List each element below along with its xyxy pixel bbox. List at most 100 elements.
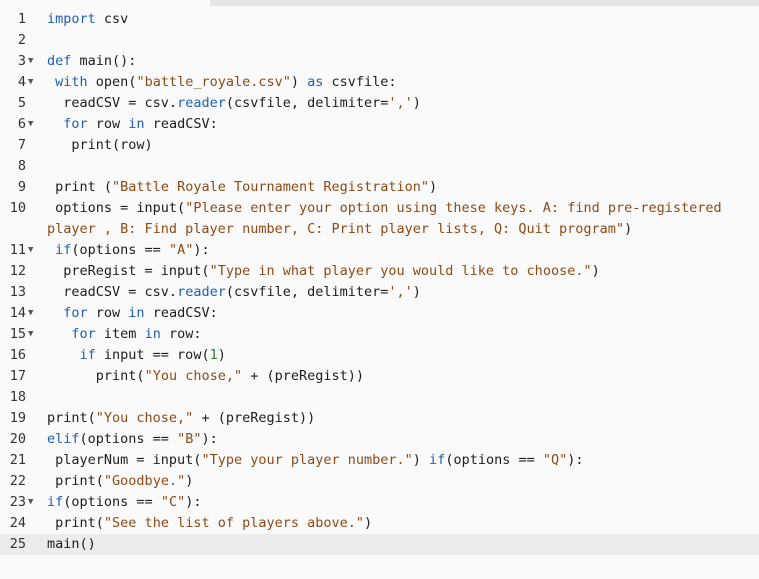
code-line[interactable]: 2 (0, 30, 759, 51)
code-line[interactable]: 24 print("See the list of players above.… (0, 513, 759, 534)
line-gutter: 4▼ (0, 72, 40, 93)
code-token: ',' (388, 95, 413, 111)
line-number: 4 (17, 74, 26, 90)
code-text: readCSV = csv.reader(csvfile, delimiter=… (40, 282, 759, 303)
fold-toggle-icon[interactable]: ▼ (28, 497, 34, 507)
line-gutter: 24 (0, 513, 40, 534)
code-token: readCSV: (144, 116, 218, 132)
code-line[interactable]: 4▼ with open("battle_royale.csv") as csv… (0, 72, 759, 93)
line-gutter: 15▼ (0, 324, 40, 345)
code-line[interactable]: 3▼def main(): (0, 51, 759, 72)
code-text: print("You chose," + (preRegist)) (40, 408, 759, 429)
line-gutter: 11▼ (0, 240, 40, 261)
code-token: row: (160, 326, 202, 342)
code-text: main() (40, 534, 759, 555)
code-token: + (preRegist)) (242, 368, 365, 384)
fold-toggle-icon[interactable]: ▼ (28, 245, 34, 255)
code-line[interactable]: 15▼ for item in row: (0, 324, 759, 345)
code-text: for item in row: (40, 324, 759, 345)
code-line[interactable]: 23▼if(options == "C"): (0, 492, 759, 513)
code-line[interactable]: 7 print(row) (0, 135, 759, 156)
code-line[interactable]: 13 readCSV = csv.reader(csvfile, delimit… (0, 282, 759, 303)
code-text: if(options == "A"): (40, 240, 759, 261)
code-token: if (55, 242, 72, 258)
line-number: 10 (9, 200, 26, 216)
code-token: (options == (63, 494, 161, 510)
line-number: 15 (9, 326, 26, 342)
code-line[interactable]: 6▼ for row in readCSV: (0, 114, 759, 135)
code-line[interactable]: 16 if input == row(1) (0, 345, 759, 366)
code-token: (csvfile, delimiter= (225, 284, 389, 300)
code-token: "Type in what player you would like to c… (209, 263, 592, 279)
code-token: print( (47, 410, 96, 426)
fold-toggle-icon[interactable]: ▼ (28, 56, 34, 66)
code-token: 1 (209, 347, 218, 363)
code-token: elif (47, 431, 80, 447)
code-line[interactable]: 17 print("You chose," + (preRegist)) (0, 366, 759, 387)
code-token: "A" (168, 242, 194, 258)
code-token (47, 305, 63, 321)
code-token: print( (47, 473, 104, 489)
line-number: 12 (9, 263, 26, 279)
line-gutter: 9 (0, 177, 40, 198)
line-number: 19 (9, 410, 26, 426)
code-token: ) (290, 74, 308, 90)
code-token: row (87, 116, 129, 132)
code-token: "B" (177, 431, 202, 447)
code-token: "Goodbye." (103, 473, 186, 489)
code-line[interactable]: 19 print("You chose," + (preRegist)) (0, 408, 759, 429)
code-token: reader (177, 95, 226, 111)
code-line[interactable]: 10 options = input("Please enter your op… (0, 198, 759, 240)
code-line[interactable]: 11▼ if(options == "A"): (0, 240, 759, 261)
code-line[interactable]: 18 (0, 387, 759, 408)
code-token (47, 242, 55, 258)
line-number: 23 (9, 494, 26, 510)
code-token: "Type your player number." (201, 452, 413, 468)
code-token: main() (47, 536, 96, 552)
fold-toggle-icon[interactable]: ▼ (28, 329, 34, 339)
fold-toggle-icon[interactable]: ▼ (28, 77, 34, 87)
code-token: "Q" (542, 452, 568, 468)
code-token: in (128, 116, 145, 132)
code-token: ) (364, 515, 373, 531)
code-token: (options == (71, 242, 169, 258)
line-number: 8 (17, 158, 26, 174)
line-gutter: 8 (0, 156, 40, 177)
line-gutter: 7 (0, 135, 40, 156)
code-token: "Please enter your option using these ke… (47, 200, 730, 237)
code-token: "You chose," (144, 368, 243, 384)
code-text: preRegist = input("Type in what player y… (40, 261, 759, 282)
code-token: (options == (79, 431, 178, 447)
line-gutter: 10 (0, 198, 40, 240)
code-token: ) (412, 284, 421, 300)
code-line[interactable]: 12 preRegist = input("Type in what playe… (0, 261, 759, 282)
code-line[interactable]: 22 print("Goodbye.") (0, 471, 759, 492)
code-line[interactable]: 21 playerNum = input("Type your player n… (0, 450, 759, 471)
line-gutter: 23▼ (0, 492, 40, 513)
code-token: preRegist = input( (47, 263, 210, 279)
line-number: 2 (17, 32, 26, 48)
fold-toggle-icon[interactable]: ▼ (28, 119, 34, 129)
code-line[interactable]: 9 print ("Battle Royale Tournament Regis… (0, 177, 759, 198)
code-token: reader (177, 284, 226, 300)
line-number: 17 (9, 368, 26, 384)
code-text: for row in readCSV: (40, 303, 759, 324)
code-token: item (95, 326, 145, 342)
line-number: 16 (9, 347, 26, 363)
code-text: print("Goodbye.") (40, 471, 759, 492)
line-gutter: 2 (0, 30, 40, 51)
code-token: print(row) (47, 137, 153, 153)
code-line[interactable]: 14▼ for row in readCSV: (0, 303, 759, 324)
code-token: ): (567, 452, 584, 468)
code-token: with (55, 74, 88, 90)
fold-toggle-icon[interactable]: ▼ (28, 308, 34, 318)
code-line[interactable]: 8 (0, 156, 759, 177)
code-text: with open("battle_royale.csv") as csvfil… (40, 72, 759, 93)
line-number: 20 (9, 431, 26, 447)
line-gutter: 19 (0, 408, 40, 429)
code-line[interactable]: 5 readCSV = csv.reader(csvfile, delimite… (0, 93, 759, 114)
